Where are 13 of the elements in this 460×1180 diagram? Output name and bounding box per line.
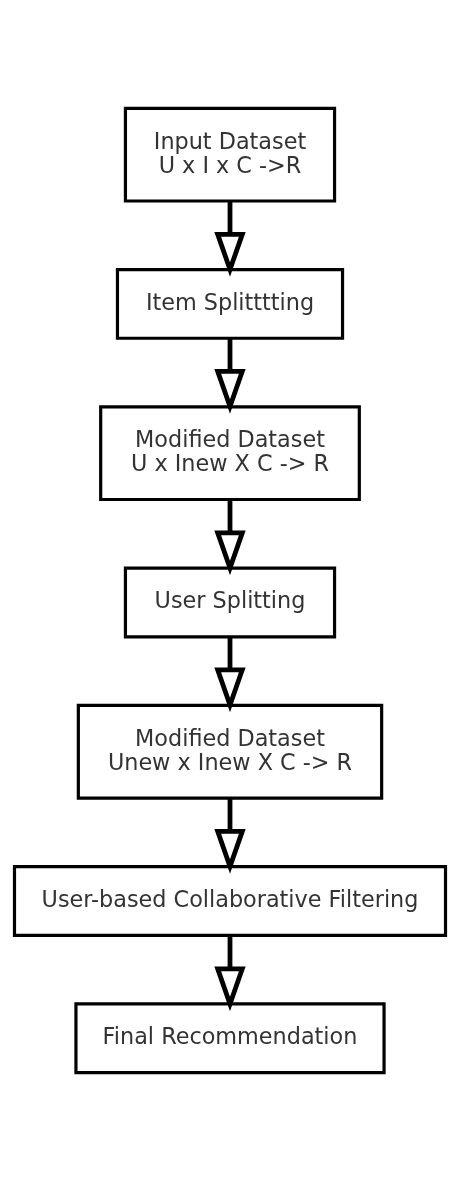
node-box: User Splitting: [123, 566, 337, 638]
node-box: Input Dataset U x I x C ->R: [123, 106, 337, 203]
arrow: [214, 338, 246, 414]
arrow: [214, 499, 246, 575]
arrow: [214, 935, 246, 1011]
node-box: Modified Dataset U x Inew X C -> R: [99, 404, 361, 501]
node-box: Item Splitttting: [115, 267, 345, 340]
arrow: [214, 798, 246, 874]
arrow: [214, 636, 246, 712]
node-box: Modified Dataset Unew x Inew X C -> R: [76, 703, 384, 800]
node-box: Final Recommendation: [74, 1001, 386, 1074]
node-box: User-based Collaborative Filtering: [12, 864, 448, 937]
arrow: [214, 201, 246, 277]
